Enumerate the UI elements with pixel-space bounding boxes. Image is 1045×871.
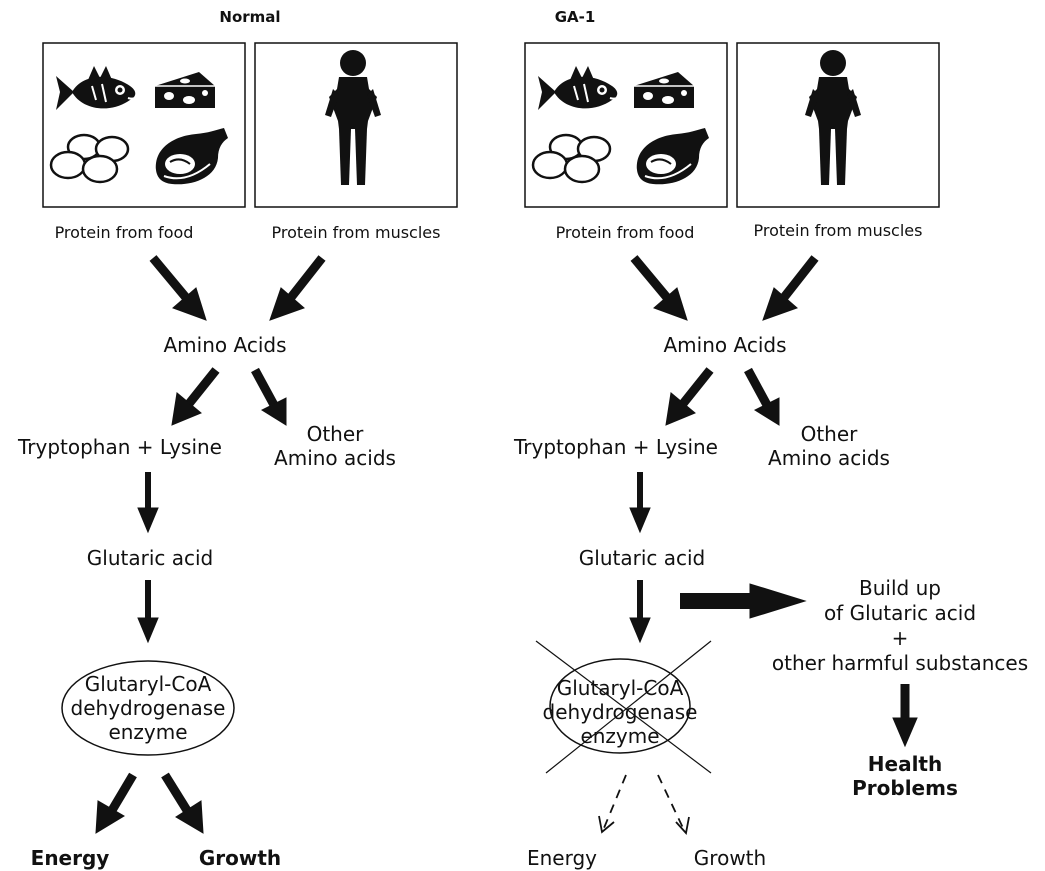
cross-out-mark <box>535 640 712 774</box>
normal-amino-acids: Amino Acids <box>163 333 287 357</box>
normal-arrows <box>95 255 326 834</box>
ga1-buildup-line3: + <box>891 626 909 650</box>
normal-food-box <box>42 42 246 208</box>
ga1-energy: Energy <box>526 846 598 870</box>
eggs-icon <box>49 133 130 184</box>
ga1-enzyme-line2: dehydrogenase <box>542 700 698 724</box>
normal-protein-muscles-label: Protein from muscles <box>271 223 441 242</box>
normal-enzyme-ellipse <box>61 660 235 756</box>
ga1-dashed-arrows <box>598 774 690 835</box>
ga1-food-box <box>524 42 728 208</box>
ga1-growth: Growth <box>693 846 767 870</box>
ga1-enzyme-label: Glutaryl-CoA dehydrogenase enzyme <box>540 676 700 748</box>
normal-growth: Growth <box>198 846 282 870</box>
normal-enzyme-line1: Glutaryl-CoA <box>84 672 212 696</box>
normal-muscle-box <box>254 42 458 208</box>
normal-enzyme-label: Glutaryl-CoA dehydrogenase enzyme <box>60 672 236 744</box>
ga1-buildup-line4: other harmful substances <box>771 651 1029 675</box>
normal-protein-food-label: Protein from food <box>54 223 194 242</box>
ga1-other-aa: Other Amino acids <box>744 422 914 470</box>
ga1-other-aa-line2: Amino acids <box>768 446 890 470</box>
ga1-protein-muscles-label: Protein from muscles <box>753 221 923 240</box>
normal-glutaric-acid: Glutaric acid <box>86 546 214 570</box>
ga1-buildup-label: Build up of Glutaric acid + other harmfu… <box>760 576 1040 676</box>
person-icon <box>325 50 381 185</box>
ga1-health-line2: Problems <box>852 776 958 800</box>
fish-icon <box>55 65 139 111</box>
normal-trp-lys: Tryptophan + Lysine <box>18 435 222 459</box>
cheese-icon <box>633 71 695 109</box>
normal-other-aa: Other Amino acids <box>250 422 420 470</box>
meat-icon <box>154 127 229 186</box>
normal-other-aa-line1: Other <box>306 422 364 446</box>
ga1-health-problems: Health Problems <box>820 752 990 800</box>
ga1-title: GA-1 <box>554 8 596 26</box>
meat-icon <box>635 127 710 186</box>
person-icon <box>805 50 861 185</box>
eggs-icon <box>531 133 612 184</box>
normal-energy: Energy <box>30 846 110 870</box>
normal-other-aa-line2: Amino acids <box>274 446 396 470</box>
normal-title: Normal <box>219 8 281 26</box>
ga1-glutaric-acid: Glutaric acid <box>578 546 706 570</box>
normal-enzyme-line3: enzyme <box>108 720 188 744</box>
normal-enzyme-line2: dehydrogenase <box>70 696 226 720</box>
ga1-amino-acids: Amino Acids <box>663 333 787 357</box>
ga1-muscle-box <box>736 42 940 208</box>
ga1-other-aa-line1: Other <box>800 422 858 446</box>
ga1-arrows <box>629 255 918 748</box>
ga1-buildup-line2: of Glutaric acid <box>823 601 977 625</box>
ga1-trp-lys: Tryptophan + Lysine <box>514 435 718 459</box>
ga1-enzyme-line1: Glutaryl-CoA <box>556 676 684 700</box>
ga1-health-line1: Health <box>867 752 943 776</box>
ga1-enzyme-line3: enzyme <box>580 724 660 748</box>
ga1-protein-food-label: Protein from food <box>555 223 695 242</box>
cheese-icon <box>154 71 216 109</box>
ga1-enzyme-ellipse <box>549 658 691 754</box>
ga1-buildup-line1: Build up <box>859 576 941 600</box>
fish-icon <box>537 65 621 111</box>
